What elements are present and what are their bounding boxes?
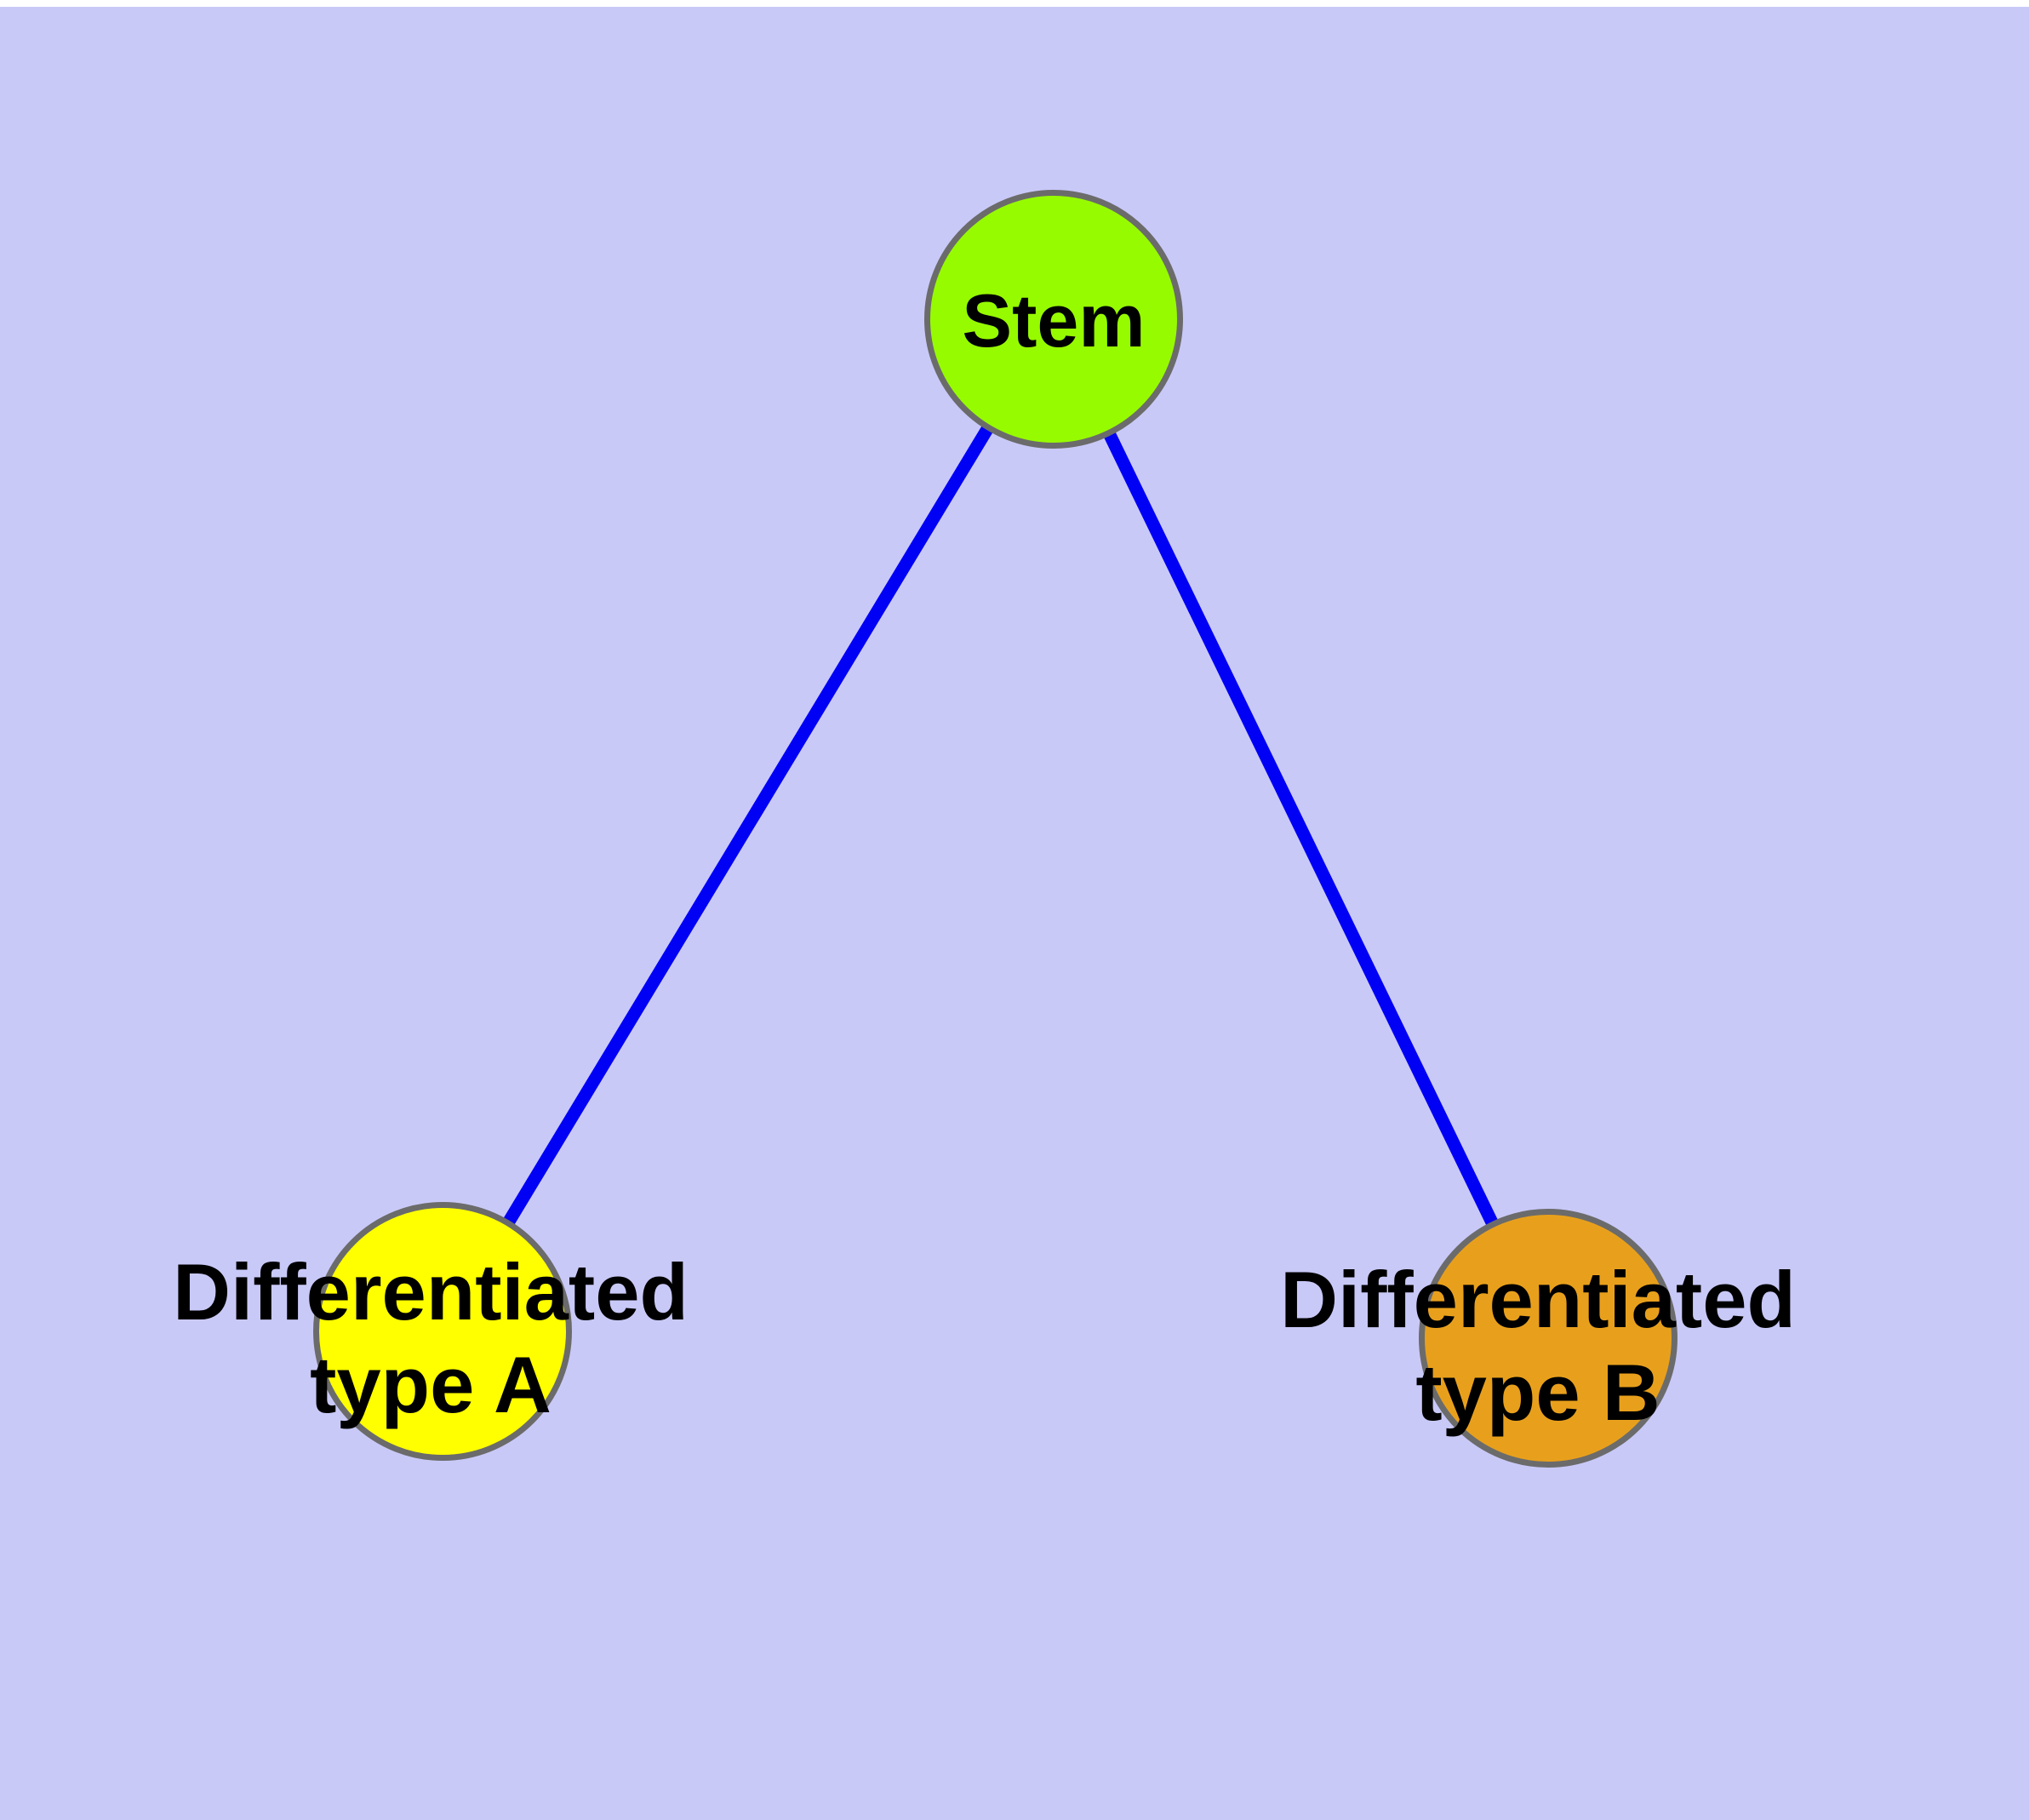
node-differentiated-type-b[interactable] — [1419, 1209, 1677, 1468]
window-top-edge — [0, 0, 2029, 7]
edge-stem-to-type-a — [437, 316, 1060, 1335]
node-label-differentiated-type-b: Differentiated type B — [1280, 1253, 1796, 1439]
label-line-2: type B — [1415, 1348, 1660, 1437]
label-line-1: Differentiated — [1280, 1255, 1796, 1344]
label-line-2: type A — [310, 1340, 552, 1429]
node-stem[interactable] — [924, 190, 1183, 449]
node-differentiated-type-a[interactable] — [313, 1202, 572, 1461]
edge-stem-to-type-b — [1048, 316, 1554, 1342]
node-label-stem: Stem — [962, 278, 1146, 363]
node-label-differentiated-type-a: Differentiated type A — [173, 1245, 689, 1431]
label-line-1: Differentiated — [173, 1247, 689, 1336]
